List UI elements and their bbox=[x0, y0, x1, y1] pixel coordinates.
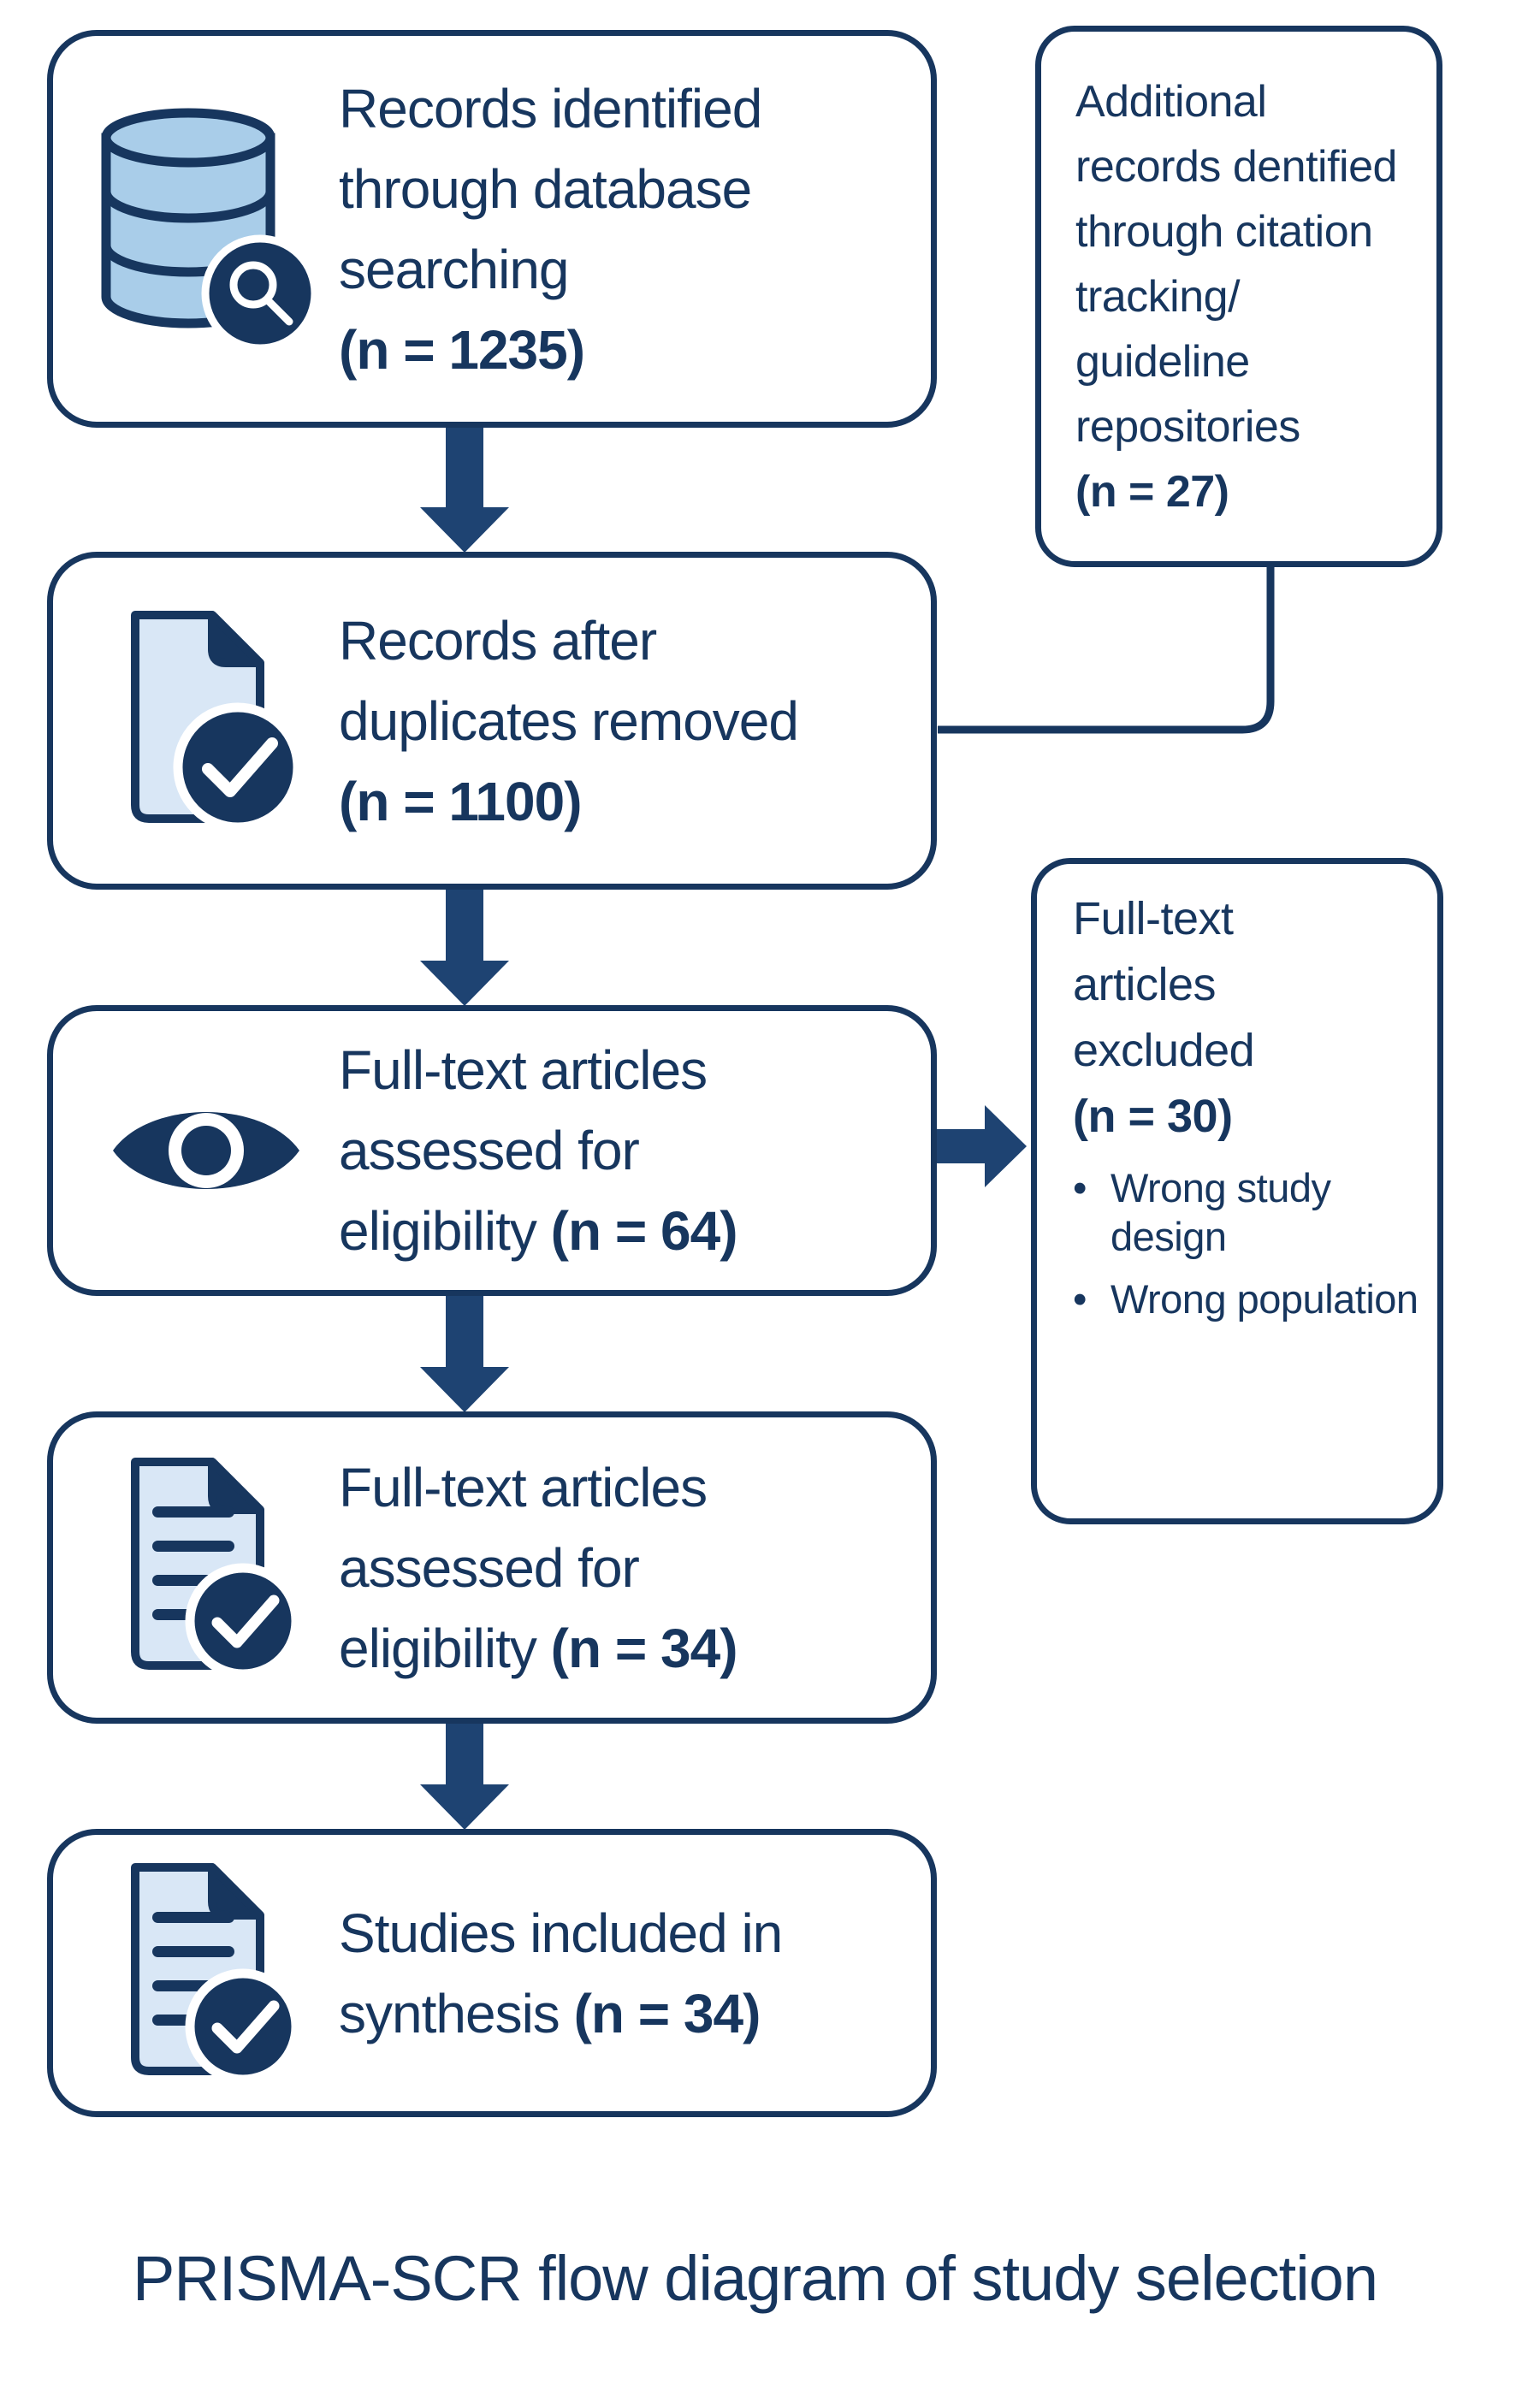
box-line: eligibility (n = 64) bbox=[339, 1200, 738, 1262]
box-duplicates-removed: Records after duplicates removed (n = 11… bbox=[47, 552, 937, 890]
bullet-icon: • bbox=[1073, 1276, 1087, 1322]
bullet-icon: • bbox=[1073, 1165, 1087, 1210]
box-line: Full-text bbox=[1073, 893, 1234, 944]
box-fulltext-assessed-2: Full-text articles assessed for eligibil… bbox=[47, 1411, 937, 1724]
arrow-down-2 bbox=[420, 887, 509, 1006]
exclusion-reason: • Wrong study design bbox=[1073, 1165, 1331, 1259]
box-line: synthesis (n = 34) bbox=[339, 1982, 761, 2044]
box-line: Additional bbox=[1075, 77, 1267, 127]
box-line: eligibility (n = 34) bbox=[339, 1617, 738, 1679]
box-line: articles bbox=[1073, 959, 1217, 1010]
eye-icon bbox=[96, 1082, 317, 1219]
box-line: excluded bbox=[1073, 1025, 1255, 1076]
box-line: Studies included in bbox=[339, 1902, 783, 1964]
n-value: (n = 64) bbox=[550, 1200, 738, 1262]
box-line: repositories bbox=[1075, 402, 1300, 452]
exclusion-reason: • Wrong population bbox=[1073, 1276, 1419, 1322]
arrow-down-3 bbox=[420, 1293, 509, 1412]
box-records-identified: Records identified through database sear… bbox=[47, 30, 937, 428]
box-line: assessed for bbox=[339, 1120, 640, 1181]
diagram-caption: PRISMA-SCR flow diagram of study selecti… bbox=[133, 2243, 1378, 2314]
n-value: (n = 27) bbox=[1075, 467, 1229, 517]
box-fulltext-excluded: Full-text articles excluded (n = 30) • W… bbox=[1031, 858, 1443, 1524]
box-line: assessed for bbox=[339, 1536, 640, 1599]
arrow-right-excluded bbox=[937, 1105, 1027, 1187]
n-value: (n = 30) bbox=[1073, 1091, 1233, 1142]
box-line: Records identified bbox=[339, 77, 762, 139]
box-line: duplicates removed bbox=[339, 689, 799, 752]
box-additional-records: Additional records dentified through cit… bbox=[1035, 26, 1442, 567]
box-line: Records after bbox=[339, 609, 657, 672]
n-value: (n = 34) bbox=[550, 1617, 738, 1679]
document-check-icon bbox=[96, 606, 317, 836]
box-fulltext-assessed: Full-text articles assessed for eligibil… bbox=[47, 1005, 937, 1296]
elbow-connector bbox=[938, 566, 1275, 734]
box-line: through database bbox=[339, 157, 752, 220]
document-lines-check-icon bbox=[96, 1453, 317, 1683]
arrow-down-1 bbox=[420, 425, 509, 553]
arrow-down-4 bbox=[420, 1721, 509, 1830]
box-line: guideline bbox=[1075, 337, 1250, 387]
n-value: (n = 1100) bbox=[339, 770, 582, 832]
box-studies-included: Studies included in synthesis (n = 34) bbox=[47, 1829, 937, 2117]
n-value: (n = 34) bbox=[573, 1982, 761, 2044]
database-search-icon bbox=[96, 104, 317, 355]
document-lines-check-icon bbox=[96, 1859, 317, 2088]
box-line: records dentified bbox=[1075, 142, 1397, 192]
box-line: through citation bbox=[1075, 207, 1373, 257]
box-line: Full-text articles bbox=[339, 1456, 708, 1518]
box-line: tracking/ bbox=[1075, 272, 1241, 322]
n-value: (n = 1235) bbox=[339, 318, 585, 381]
box-line: searching bbox=[339, 238, 570, 300]
box-line: Full-text articles bbox=[339, 1039, 708, 1101]
